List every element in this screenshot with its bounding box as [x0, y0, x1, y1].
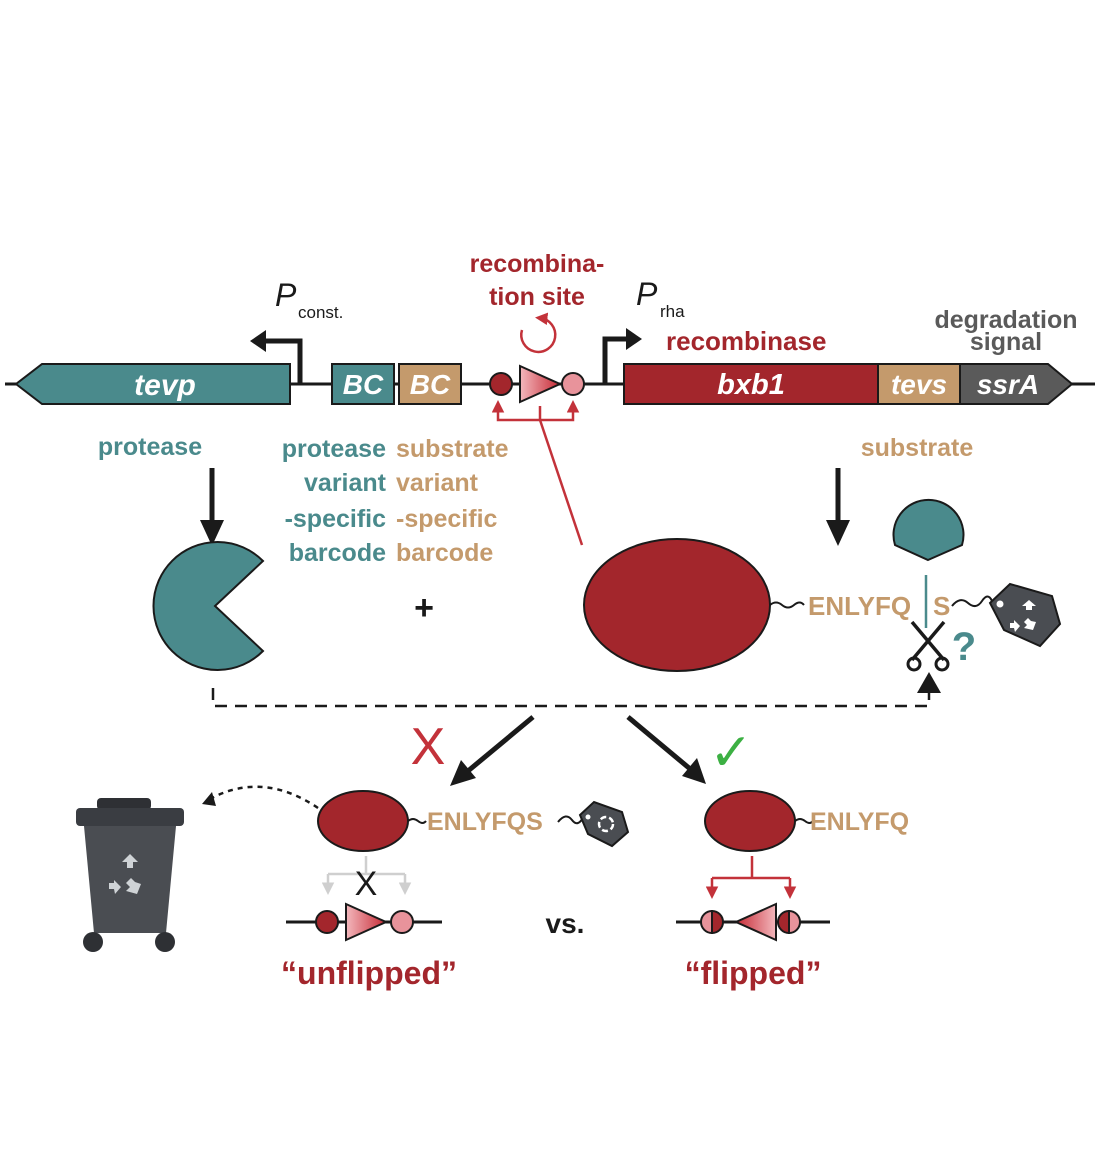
- protease-barcode-label: protease variant -specific barcode: [282, 435, 387, 567]
- recombinase-protein: ENLYFQ S: [583, 538, 993, 672]
- gene-tevs-label: tevs: [891, 369, 947, 400]
- recombination-site-label-1: recombina-: [470, 250, 605, 278]
- arrow-substrate-down: [826, 468, 850, 546]
- cross-icon: X: [411, 718, 446, 776]
- recycle-icon: [1010, 600, 1036, 632]
- arrow-protease-down: [200, 468, 224, 546]
- barcode-protease-label: BC: [343, 369, 384, 400]
- promoter-const-label: P: [275, 277, 297, 313]
- arrow-success-branch: [626, 715, 706, 784]
- gene-tevp: tevp: [14, 363, 291, 405]
- recombinase-protein-cut: ENLYFQ: [704, 790, 909, 852]
- pacman-small-icon: [892, 498, 965, 562]
- peptide-cut-label: ENLYFQ: [810, 808, 909, 836]
- barcode-substrate: BC: [398, 363, 462, 405]
- degradation-tag-icon: [988, 582, 1062, 648]
- degradation-tag-small-icon: [578, 800, 630, 848]
- degradation-signal-label-1: degradation: [934, 306, 1077, 334]
- promoter-rha: P rha recombinase: [602, 276, 826, 384]
- unflipped-label: “unflipped”: [281, 955, 457, 991]
- site-flipped: [676, 902, 830, 942]
- svg-text:barcode: barcode: [289, 539, 386, 567]
- peptide-label-left: ENLYFQ: [808, 591, 911, 621]
- protease-label: protease: [98, 433, 202, 461]
- gene-bxb1: bxb1: [623, 363, 879, 405]
- gene-tevs: tevs: [877, 363, 961, 405]
- recombinase-label: recombinase: [666, 326, 826, 356]
- recombination-site: recombina- tion site: [470, 250, 605, 546]
- substrate-label: substrate: [861, 434, 974, 462]
- promoter-const-arrowhead: [250, 330, 266, 352]
- vs-label: vs.: [546, 908, 585, 939]
- svg-text:variant: variant: [304, 469, 387, 497]
- promoter-const-subscript: const.: [298, 303, 343, 322]
- recombinase-protein-uncut: ENLYFQS: [317, 790, 630, 852]
- peptide-label-right: S: [933, 591, 950, 621]
- dashed-feedback-line: [211, 672, 941, 708]
- gene-tevp-label: tevp: [134, 369, 196, 402]
- svg-text:variant: variant: [396, 469, 479, 497]
- promoter-rha-arrowhead: [626, 328, 642, 350]
- svg-text:barcode: barcode: [396, 539, 493, 567]
- peptide-uncut-label: ENLYFQS: [427, 808, 543, 836]
- degradation-signal-label-2: signal: [970, 328, 1042, 356]
- promoter-rha-label: P: [636, 276, 658, 312]
- plus-sign: +: [414, 589, 434, 627]
- pacman-protease-icon: [152, 541, 265, 671]
- check-icon: ✓: [709, 723, 753, 783]
- gene-bxb1-label: bxb1: [717, 369, 785, 401]
- svg-text:substrate: substrate: [396, 435, 509, 463]
- blocked-recombination: X: [321, 856, 412, 903]
- barcode-protease: BC: [331, 363, 395, 405]
- promoter-rha-subscript: rha: [660, 302, 685, 321]
- rotation-arrow: [520, 312, 557, 354]
- scissors-icon: [906, 620, 950, 672]
- svg-text:protease: protease: [282, 435, 386, 463]
- site-unflipped: [286, 902, 442, 942]
- gene-ssra: ssrA: [959, 363, 1074, 405]
- arrow-fail-branch: [450, 715, 535, 786]
- question-mark: ?: [952, 625, 976, 669]
- svg-text:-specific: -specific: [285, 505, 387, 533]
- barcode-substrate-label: BC: [410, 369, 451, 400]
- to-trash-arrow: [207, 785, 319, 810]
- gene-ssra-label: ssrA: [977, 369, 1039, 400]
- flipped-label: “flipped”: [685, 955, 822, 991]
- substrate-barcode-label: substrate variant -specific barcode: [396, 435, 509, 567]
- active-recombination: [705, 856, 797, 899]
- trash-bin-icon: [76, 798, 184, 952]
- promoter-const: P const.: [250, 277, 343, 384]
- blocked-x-mark: X: [355, 865, 378, 903]
- svg-text:-specific: -specific: [396, 505, 498, 533]
- recombination-link-line: [538, 419, 584, 546]
- recombination-site-label-2: tion site: [489, 283, 585, 311]
